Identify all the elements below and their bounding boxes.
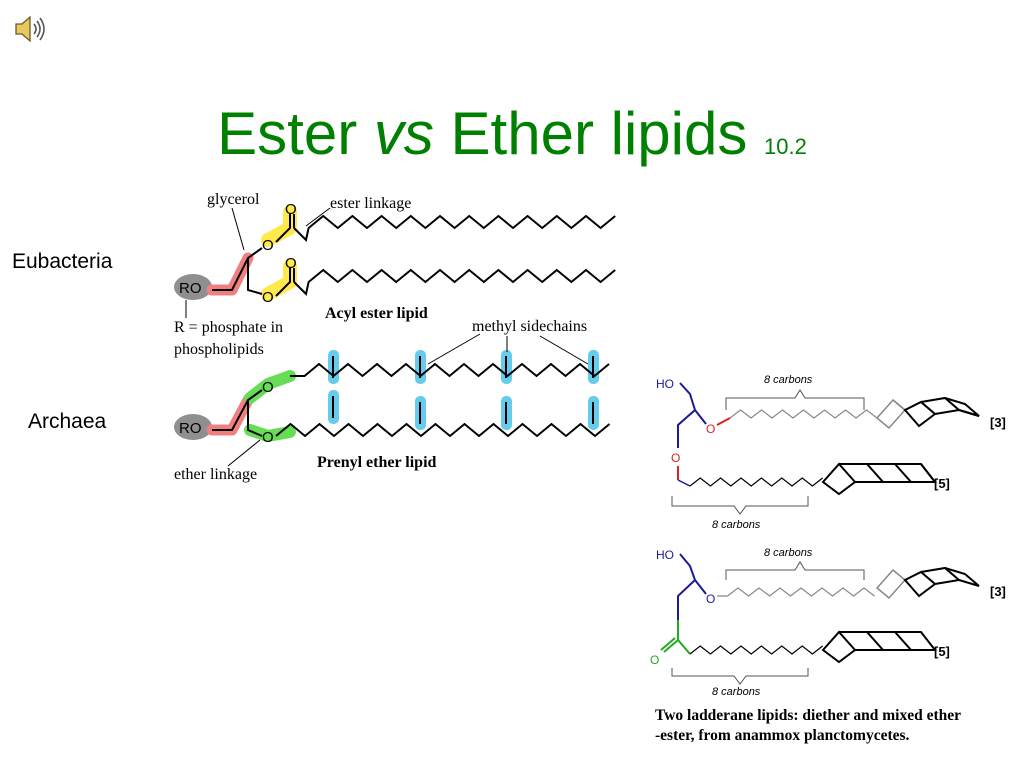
prenyl-chain-2	[275, 422, 611, 438]
bracket	[725, 389, 865, 410]
r-note-line2: phospholipids	[174, 341, 264, 358]
ladderane-mixed-ether-ester: HO O O [3] [5] 8 carbons 8 carbons	[650, 547, 1006, 698]
glycerol-highlight-ether	[206, 394, 254, 436]
ladderane-tag-3: [3]	[990, 584, 1006, 599]
acyl-ester-lipid-label: Acyl ester lipid	[325, 305, 428, 322]
oxygen-atom: O	[262, 289, 274, 306]
bracket	[671, 496, 809, 515]
ester-linkage-label: ester linkage	[330, 195, 411, 212]
methyl-sidechains-label: methyl sidechains	[472, 318, 587, 335]
ether-oxygen-atom: O	[262, 429, 274, 446]
eight-carbons-label: 8 carbons	[764, 547, 813, 559]
carbonyl-oxygen-atom: O	[285, 255, 297, 272]
glycerol-label: glycerol	[207, 191, 260, 208]
r-note-line1: R = phosphate in	[174, 319, 283, 336]
r-group-highlight-ester	[174, 274, 212, 300]
acyl-chain-1	[293, 214, 616, 243]
ether-highlight-2	[244, 424, 296, 442]
hydrocarbon-chain	[689, 477, 823, 487]
caption-line2: -ester, from anammox planctomycetes.	[655, 727, 910, 744]
archaea-label: Archaea	[28, 410, 107, 433]
pointer-lines	[185, 207, 589, 467]
ro-atom-ether: RO	[179, 420, 202, 437]
r-group-highlight-ether	[174, 414, 212, 440]
prenyl-chain-1	[290, 362, 610, 378]
ladderane-diether: HO O O [3] [5] 8 carbons	[656, 374, 1006, 531]
acyl-chain-2	[293, 268, 616, 297]
ester-lipid-bonds	[212, 214, 295, 297]
ro-atom-ester: RO	[179, 280, 202, 297]
oxygen-atom: O	[262, 237, 274, 254]
title-part-ether: Ether lipids	[450, 100, 748, 167]
ladderane-rings-3	[903, 566, 980, 598]
title-part-vs: vs	[373, 100, 434, 167]
bracket	[671, 668, 809, 685]
oxygen-atom: O	[706, 422, 715, 436]
ether-lipid-bonds	[212, 389, 263, 437]
ladderane-caption: Two ladderane lipids: diether and mixed …	[655, 706, 1015, 746]
hydrocarbon-chain	[689, 645, 823, 655]
carbonyl-oxygen-atom: O	[650, 653, 659, 667]
hydrocarbon-chain	[717, 587, 875, 597]
ether-oxygen-atom: O	[262, 379, 274, 396]
ho-atom: HO	[656, 377, 674, 391]
speaker-icon[interactable]	[10, 10, 48, 48]
title-section-number: 10.2	[764, 134, 807, 159]
ether-linkage-label: ether linkage	[174, 466, 257, 483]
ladderane-rings-5	[821, 462, 938, 496]
eight-carbons-label: 8 carbons	[712, 686, 761, 698]
ladderane-rings-5	[821, 630, 938, 664]
ladderane-ring-faded	[875, 398, 907, 430]
ladderane-ring-faded	[875, 568, 907, 600]
slide-title: Ester vs Ether lipids 10.2	[0, 98, 1024, 183]
caption-line1: Two ladderane lipids: diether and mixed …	[655, 707, 961, 724]
prenyl-ether-lipid-label: Prenyl ether lipid	[317, 454, 437, 471]
oxygen-atom: O	[706, 592, 715, 606]
carbonyl-oxygen-atom: O	[285, 201, 297, 218]
ladderane-tag-3: [3]	[990, 415, 1006, 430]
glycerol-highlight-ester	[206, 252, 254, 296]
eight-carbons-label: 8 carbons	[712, 519, 761, 531]
eubacteria-label: Eubacteria	[12, 250, 113, 273]
hydrocarbon-chain	[729, 409, 878, 419]
ladderane-rings-3	[903, 396, 980, 428]
bracket	[725, 561, 865, 580]
eight-carbons-label: 8 carbons	[764, 374, 813, 386]
oxygen-atom: O	[671, 451, 680, 465]
methyl-branches	[332, 356, 594, 424]
ho-atom: HO	[656, 548, 674, 562]
title-part-ester: Ester	[217, 100, 358, 167]
ladderane-tag-5: [5]	[934, 476, 950, 491]
ladderane-tag-5: [5]	[934, 644, 950, 659]
